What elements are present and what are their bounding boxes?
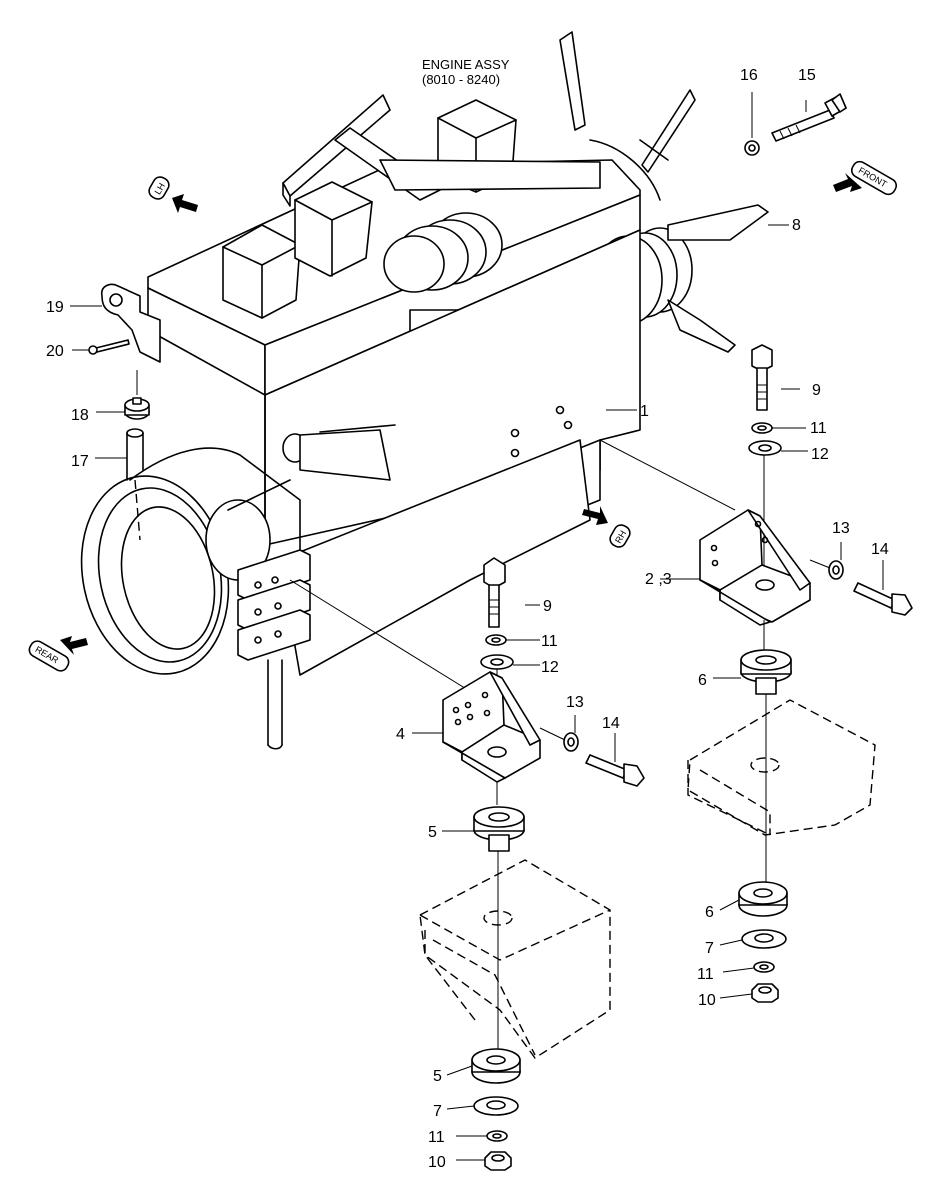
callout-1: 1 xyxy=(640,403,649,420)
diagram-title: ENGINE ASSY xyxy=(422,57,510,72)
callout-9: 9 xyxy=(812,382,821,399)
callout-7: 7 xyxy=(433,1103,442,1120)
callout-10: 10 xyxy=(428,1154,446,1171)
part-20-bolt xyxy=(88,339,130,355)
part-11-lockwasher xyxy=(751,422,773,434)
part-7-washer xyxy=(741,929,787,949)
part-13-washer xyxy=(563,732,579,752)
part-13-washer xyxy=(828,560,844,580)
callout-7: 7 xyxy=(705,940,714,957)
part-5-rubber-mount xyxy=(473,806,525,852)
callout-20: 20 xyxy=(46,343,64,360)
part-6-rubber-mount xyxy=(740,649,792,695)
frame-bracket-right xyxy=(687,699,876,836)
callout-18: 18 xyxy=(71,407,89,424)
callout-12: 12 xyxy=(541,659,559,676)
rear-direction-indicator: REAR xyxy=(28,636,88,672)
callout-19: 19 xyxy=(46,299,64,316)
callout-11: 11 xyxy=(428,1129,445,1146)
callout-2-3: 2 ,3 xyxy=(645,571,672,588)
engine-assembly xyxy=(80,94,736,750)
part-9-bolt xyxy=(751,344,773,411)
part-15-bolt xyxy=(771,93,847,142)
callout-13: 13 xyxy=(832,520,850,537)
part-17-dipstick-tube xyxy=(126,428,144,541)
callout-10: 10 xyxy=(698,992,716,1009)
callout-6: 6 xyxy=(698,672,707,689)
frame-bracket-left xyxy=(419,859,611,1059)
part-14-bolt xyxy=(853,582,913,616)
callout-14: 14 xyxy=(871,541,889,558)
lh-direction-indicator: LH xyxy=(148,176,198,213)
callout-9: 9 xyxy=(543,598,552,615)
callout-labels: 1 2 ,3 4 5 5 6 6 7 7 8 9 9 10 10 11 11 1… xyxy=(46,67,889,1171)
part-10-nut xyxy=(751,983,779,1003)
part-7-washer xyxy=(473,1096,519,1116)
callout-11: 11 xyxy=(541,633,558,650)
rh-direction-indicator: RH xyxy=(582,506,631,548)
part-18-hose-clamp xyxy=(124,397,150,420)
callout-5: 5 xyxy=(433,1068,442,1085)
part-12-washer xyxy=(480,654,514,670)
front-direction-indicator: FRONT xyxy=(833,160,898,196)
cooling-fan xyxy=(559,31,769,353)
part-12-washer xyxy=(748,440,782,456)
callout-5: 5 xyxy=(428,824,437,841)
callout-4: 4 xyxy=(396,726,405,743)
flywheel-housing xyxy=(80,447,301,675)
part-16-washer xyxy=(744,140,760,156)
part-14-bolt xyxy=(585,754,645,787)
part-11-lockwasher xyxy=(485,634,507,646)
part-11-lockwasher xyxy=(753,961,775,973)
part-11-lockwasher xyxy=(486,1130,508,1142)
callout-6: 6 xyxy=(705,904,714,921)
part-2-3-mount-bracket xyxy=(699,509,811,626)
valve-cover xyxy=(222,224,301,319)
callout-12: 12 xyxy=(811,446,829,463)
diagram-serial-range: (8010 - 8240) xyxy=(422,72,500,87)
part-4-mount-bracket xyxy=(442,671,541,783)
callout-15: 15 xyxy=(798,67,816,84)
callout-14: 14 xyxy=(602,715,620,732)
turbocharger xyxy=(383,212,503,339)
callout-11: 11 xyxy=(697,966,714,983)
callout-8: 8 xyxy=(792,217,801,234)
part-5-rubber-mount xyxy=(471,1048,521,1084)
part-19-lifting-bracket xyxy=(100,283,161,363)
part-9-bolt xyxy=(483,557,506,628)
part-6-rubber-mount xyxy=(738,881,788,917)
svg-text:LH: LH xyxy=(153,181,167,196)
callout-16: 16 xyxy=(740,67,758,84)
valve-cover xyxy=(294,181,373,277)
callout-11: 11 xyxy=(810,420,827,437)
part-10-nut xyxy=(484,1151,512,1171)
callout-13: 13 xyxy=(566,694,584,711)
leader-lines xyxy=(70,92,884,1161)
callout-17: 17 xyxy=(71,453,89,470)
